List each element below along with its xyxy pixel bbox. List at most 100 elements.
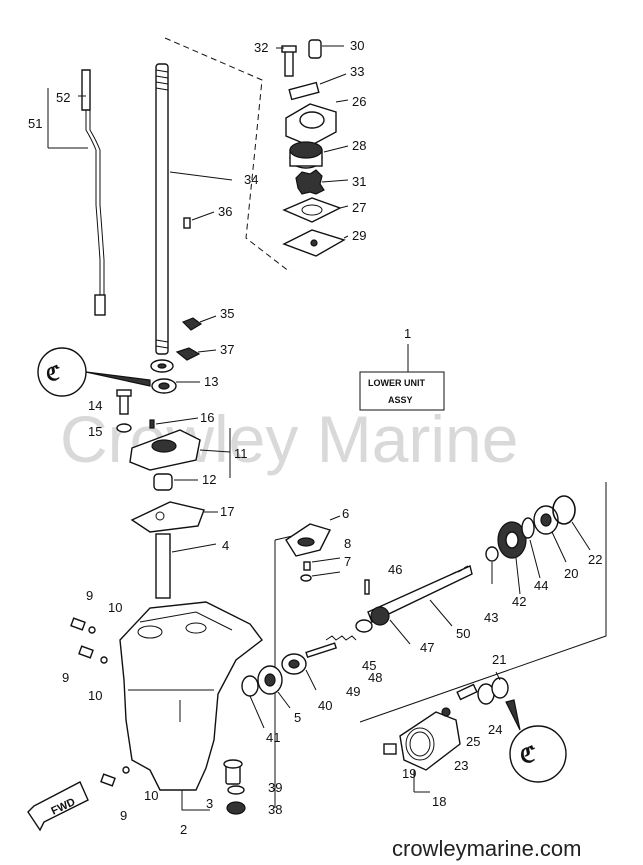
watermark: Crowley Marine [60,402,518,476]
o-ring-22 [552,495,591,551]
water-pump-group-outline [164,37,291,273]
shim-41 [241,675,265,729]
callout-21: 21 [492,652,506,667]
callout-40: 40 [318,698,332,713]
callout-37: 37 [220,342,234,357]
bearing-20 [533,505,567,563]
callout-49: 49 [346,684,360,699]
clip-37 [175,347,217,361]
washer-43 [485,546,499,584]
ring-nut-23 [399,711,461,793]
callout-12: 12 [202,472,216,487]
spring-45 [355,619,373,633]
callout-6: 6 [342,506,349,521]
callout-44: 44 [534,578,548,593]
washer-25 [441,707,451,717]
callout-labels: 1 2 3 4 5 6 7 8 9 9 9 10 10 10 11 12 13 … [28,38,602,837]
lower-case-2 [119,531,311,811]
callout-33: 33 [350,64,364,79]
callout-13: 13 [204,374,218,389]
callout-20: 20 [564,566,578,581]
callout-10a: 10 [108,600,122,615]
impeller-31 [295,169,349,195]
callout-47: 47 [420,640,434,655]
insert-cartridge-28 [289,141,349,169]
callout-11: 11 [234,446,248,461]
callout-10b: 10 [88,688,102,703]
bolt-19 [383,743,397,755]
gasket-27 [282,197,349,223]
svg-text:ℭ: ℭ [46,363,60,385]
gasket-17 [130,501,218,533]
assy-line2: ASSY [388,395,413,405]
pin-46 [364,579,370,595]
svg-text:ℭ: ℭ [520,742,535,767]
callout-52: 52 [56,90,70,105]
callout-15: 15 [88,424,102,439]
callout-35: 35 [220,306,234,321]
shift-rod [47,69,106,316]
callout-9b: 9 [62,670,69,685]
part-3 [223,759,243,785]
callout-36: 36 [218,204,232,219]
seal-housing-11 [129,428,231,478]
bolt-14 [116,389,132,415]
clip-35 [181,315,217,331]
callout-39: 39 [268,780,282,795]
callout-24: 24 [488,722,502,737]
pin-16 [149,417,199,429]
callout-18: 18 [432,794,446,809]
callout-2: 2 [180,822,187,837]
oil-seal-13 [150,359,200,394]
callout-51: 51 [28,116,42,131]
callout-46: 46 [388,562,402,577]
cover-6 [285,515,341,557]
callout-3: 3 [206,796,213,811]
callout-28: 28 [352,138,366,153]
bolt-8 [303,557,341,571]
rod-49 [305,642,338,659]
shim-44 [521,517,541,579]
grommet-30 [308,39,344,59]
washer-39 [227,785,245,795]
bearing-5 [257,665,291,709]
forward-gear-42 [497,521,527,595]
nut-38 [226,801,246,815]
callout-9c: 9 [120,808,127,823]
callout-45: 45 [362,658,376,673]
callout-1: 1 [404,326,411,341]
outer-plate-29 [282,229,349,257]
bolt-9-top [70,617,96,634]
bolt-9-bottom [100,766,130,787]
bushing-12 [153,473,198,491]
callout-10c: 10 [144,788,158,803]
insert-33 [288,73,347,101]
drive-shaft [155,63,233,355]
callout-19: 19 [402,766,416,781]
water-tube-4 [155,533,217,599]
callout-4: 4 [222,538,229,553]
grease-symbol-left: ℭ [37,347,151,397]
callout-34: 34 [244,172,258,187]
pump-housing-26 [285,99,349,147]
washer-15 [116,423,132,433]
callout-38: 38 [268,802,282,817]
callout-9a: 9 [86,588,93,603]
callout-22: 22 [588,552,602,567]
callout-8: 8 [344,536,351,551]
callout-14: 14 [88,398,102,413]
callout-23: 23 [454,758,468,773]
callout-42: 42 [512,594,526,609]
callout-16: 16 [200,410,214,425]
cam-48 [325,635,357,641]
pin-36 [183,211,215,229]
callout-29: 29 [352,228,366,243]
anode-21 [477,671,509,705]
callout-7: 7 [344,554,351,569]
lower-unit-assy-box: LOWER UNIT ASSY [359,344,445,411]
bolt-32 [276,45,297,77]
callout-26: 26 [352,94,366,109]
dog-clutch-47 [370,606,411,645]
callout-32: 32 [254,40,268,55]
callout-31: 31 [352,174,366,189]
